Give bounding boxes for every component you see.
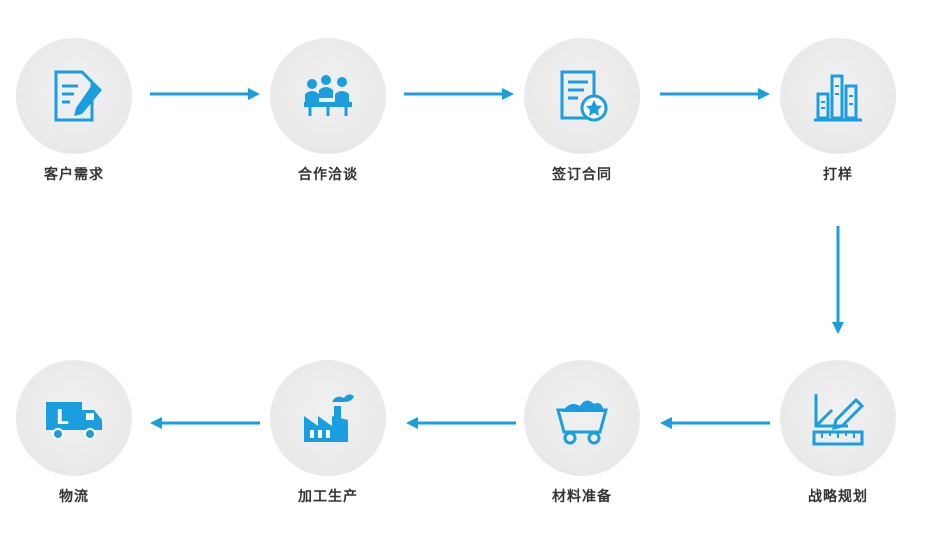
- step-customer-demand: 客户需求: [14, 38, 134, 184]
- step-circle: [16, 38, 132, 154]
- step-circle: [780, 360, 896, 476]
- step-sign-contract: 签订合同: [522, 38, 642, 184]
- arrow-left-1: [660, 417, 770, 429]
- arrow-down: [832, 226, 844, 334]
- step-circle: [524, 360, 640, 476]
- step-strategic-planning: 战略规划: [778, 360, 898, 506]
- arrow-right-1: [150, 88, 260, 100]
- step-circle: [270, 360, 386, 476]
- document-pen-icon: [54, 70, 102, 122]
- arrow-right-3: [660, 88, 770, 100]
- step-label: 签订合同: [552, 167, 612, 183]
- arrow-left-3: [150, 417, 260, 429]
- arrow-left-2: [406, 417, 516, 429]
- step-label: 打样: [823, 167, 853, 183]
- step-label: 物流: [59, 489, 89, 505]
- truck-icon: L: [46, 402, 102, 440]
- step-circle: [524, 38, 640, 154]
- step-circle: [780, 38, 896, 154]
- contract-seal-icon: [560, 70, 608, 122]
- step-label: 战略规划: [808, 489, 868, 505]
- sample-bars-icon: [814, 74, 862, 122]
- step-label: 客户需求: [44, 167, 104, 183]
- ruler-pencil-icon: [812, 394, 865, 446]
- factory-icon: [304, 394, 354, 442]
- step-circle: [270, 38, 386, 154]
- step-material-preparation: 材料准备: [522, 360, 642, 506]
- step-label: 合作洽谈: [298, 167, 358, 183]
- mine-cart-icon: [556, 400, 608, 445]
- step-label: 加工生产: [298, 489, 358, 505]
- arrow-right-2: [404, 88, 514, 100]
- step-circle: L: [16, 360, 132, 476]
- svg-text:L: L: [56, 405, 69, 429]
- meeting-icon: [304, 75, 352, 116]
- step-processing-production: 加工生产: [268, 360, 388, 506]
- step-logistics: L 物流: [14, 360, 134, 506]
- step-label: 材料准备: [552, 489, 612, 505]
- step-negotiation: 合作洽谈: [268, 38, 388, 184]
- step-sampling: 打样: [778, 38, 898, 184]
